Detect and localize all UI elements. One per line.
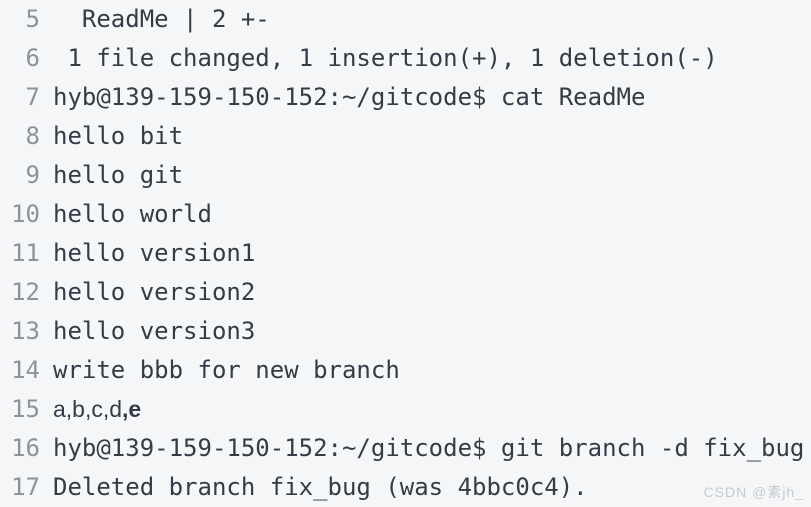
line-content: a,b,c,d,e: [53, 390, 141, 429]
code-line: 11 hello version1: [0, 234, 811, 273]
line-content: hyb@139-159-150-152:~/gitcode$ cat ReadM…: [53, 78, 645, 117]
code-segment: hello version3: [53, 317, 256, 345]
code-segment: ReadMe | 2 +-: [53, 5, 270, 33]
line-content: Deleted branch fix_bug (was 4bbc0c4).: [53, 468, 588, 507]
code-line: 7 hyb@139-159-150-152:~/gitcode$ cat Rea…: [0, 78, 811, 117]
line-content: hello world: [53, 195, 212, 234]
code-segment: ,e: [122, 396, 142, 422]
line-number: 7: [25, 83, 40, 111]
code-line: 6 1 file changed, 1 insertion(+), 1 dele…: [0, 39, 811, 78]
code-line: 15 a,b,c,d,e: [0, 390, 811, 429]
code-segment: hyb@139-159-150-152:~/gitcode$ git branc…: [53, 434, 805, 462]
code-segment: hello version2: [53, 278, 256, 306]
code-line: 13 hello version3: [0, 312, 811, 351]
code-segment: hello bit: [53, 122, 184, 150]
code-segment: hello world: [53, 200, 212, 228]
line-content: 1 file changed, 1 insertion(+), 1 deleti…: [53, 39, 718, 78]
line-content: hello git: [53, 156, 183, 195]
code-segment: hello git: [53, 161, 184, 189]
line-content: hyb@139-159-150-152:~/gitcode$ git branc…: [53, 429, 804, 468]
code-line: 8 hello bit: [0, 117, 811, 156]
code-line: 16 hyb@139-159-150-152:~/gitcode$ git br…: [0, 429, 811, 468]
line-number: 5: [25, 5, 40, 33]
code-line: 12 hello version2: [0, 273, 811, 312]
line-number: 10: [11, 200, 40, 228]
code-segment: hello version1: [53, 239, 256, 267]
code-segment: write bbb for new branch: [53, 356, 400, 384]
line-number: 8: [25, 122, 40, 150]
code-segment: 1 file changed, 1 insertion(+), 1 deleti…: [53, 44, 718, 72]
csdn-watermark: CSDN @素jh_: [703, 484, 804, 500]
line-content: ReadMe | 2 +-: [53, 0, 270, 39]
line-number: 15: [11, 395, 40, 423]
line-content: hello version3: [53, 312, 255, 351]
line-content: hello version1: [53, 234, 255, 273]
code-line: 9 hello git: [0, 156, 811, 195]
line-content: hello bit: [53, 117, 183, 156]
code-line: 5 ReadMe | 2 +-: [0, 0, 811, 39]
line-number: 9: [25, 161, 40, 189]
code-line: 17 Deleted branch fix_bug (was 4bbc0c4).: [0, 468, 811, 507]
line-number: 17: [11, 473, 40, 501]
line-number: 6: [25, 44, 40, 72]
code-segment: Deleted branch fix_bug (was 4bbc0c4).: [53, 473, 588, 501]
line-number: 11: [11, 239, 40, 267]
line-content: hello version2: [53, 273, 255, 312]
line-content: write bbb for new branch: [53, 351, 400, 390]
code-line: 14 write bbb for new branch: [0, 351, 811, 390]
code-segment: a,b,c,d: [53, 396, 123, 422]
line-number: 12: [11, 278, 40, 306]
line-number: 16: [11, 434, 40, 462]
code-line: 10 hello world: [0, 195, 811, 234]
line-number: 14: [11, 356, 40, 384]
line-number: 13: [11, 317, 40, 345]
code-segment: hyb@139-159-150-152:~/gitcode$ cat ReadM…: [53, 83, 646, 111]
